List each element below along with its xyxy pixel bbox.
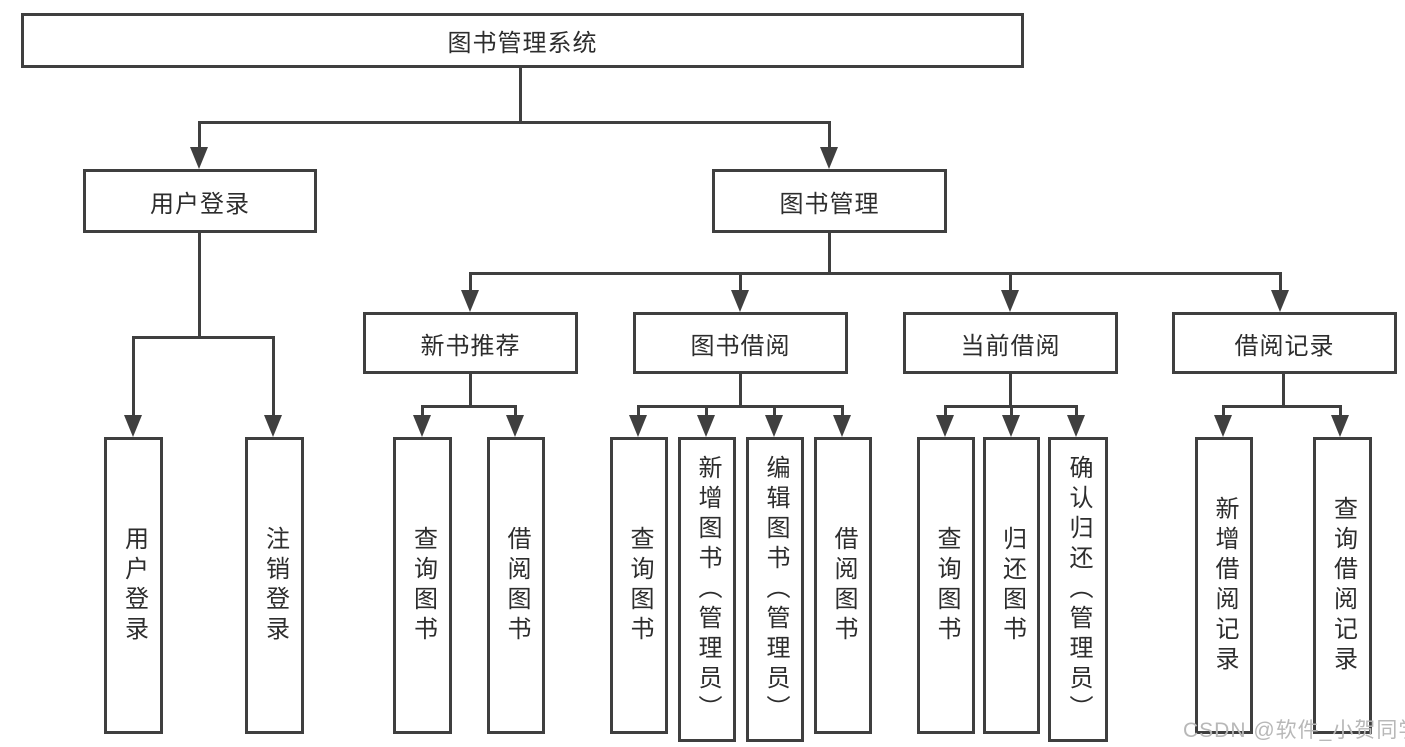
leaf-label: 编辑图书（管理员） bbox=[762, 454, 789, 725]
node-label: 图书借阅 bbox=[690, 332, 791, 360]
leaf-logout: 注销登录 bbox=[245, 437, 304, 734]
arrow-down-icon bbox=[124, 415, 142, 437]
connector-newrec-drop-2 bbox=[514, 405, 517, 419]
leaf-records-add-record: 新增借阅记录 bbox=[1195, 437, 1253, 734]
connector-records-bar bbox=[1222, 405, 1342, 408]
leaf-label: 查询图书 bbox=[933, 525, 960, 646]
node-current-borrowing: 当前借阅 bbox=[903, 312, 1118, 374]
connector-root-drop-right bbox=[828, 121, 831, 149]
leaf-label: 新增借阅记录 bbox=[1211, 495, 1238, 676]
connector-bookmgmt-drop-1 bbox=[469, 272, 472, 292]
connector-newrec-bar bbox=[421, 405, 517, 408]
arrow-down-icon bbox=[731, 290, 749, 312]
arrow-down-icon bbox=[413, 415, 431, 437]
arrow-down-icon bbox=[1001, 290, 1019, 312]
leaf-label: 注销登录 bbox=[261, 525, 289, 646]
leaf-label: 用户登录 bbox=[120, 525, 148, 646]
arrow-down-icon bbox=[820, 147, 838, 169]
connector-root-stem bbox=[519, 68, 522, 121]
leaf-current-query-books: 查询图书 bbox=[917, 437, 975, 734]
connector-borrow-drop-2 bbox=[705, 405, 708, 419]
leaf-label: 新增图书（管理员） bbox=[694, 454, 721, 725]
leaf-label: 查询图书 bbox=[626, 525, 653, 646]
leaf-label: 确认归还（管理员） bbox=[1065, 454, 1092, 725]
connector-borrow-drop-1 bbox=[637, 405, 640, 419]
connector-borrow-bar bbox=[637, 405, 844, 408]
connector-bookmgmt-drop-3 bbox=[1009, 272, 1012, 292]
connector-records-stem bbox=[1282, 374, 1285, 405]
leaf-label: 查询图书 bbox=[409, 525, 437, 646]
connector-current-drop-3 bbox=[1075, 405, 1078, 419]
leaf-records-query-record: 查询借阅记录 bbox=[1313, 437, 1372, 734]
connector-borrow-drop-3 bbox=[773, 405, 776, 419]
arrow-down-icon bbox=[1331, 415, 1349, 437]
arrow-down-icon bbox=[1271, 290, 1289, 312]
arrow-down-icon bbox=[461, 290, 479, 312]
leaf-current-confirm-return-admin: 确认归还（管理员） bbox=[1048, 437, 1108, 742]
connector-userlogin-drop-2 bbox=[272, 336, 275, 417]
connector-bookmgmt-stem bbox=[828, 233, 831, 272]
arrow-down-icon bbox=[506, 415, 524, 437]
leaf-newrec-borrow-books: 借阅图书 bbox=[487, 437, 545, 734]
node-new-book-recommendation: 新书推荐 bbox=[363, 312, 578, 374]
arrow-down-icon bbox=[936, 415, 954, 437]
connector-root-bar bbox=[198, 121, 831, 124]
leaf-borrow-edit-books-admin: 编辑图书（管理员） bbox=[746, 437, 804, 742]
node-book-borrowing: 图书借阅 bbox=[633, 312, 848, 374]
leaf-borrow-borrow-books: 借阅图书 bbox=[814, 437, 872, 734]
connector-userlogin-bar bbox=[132, 336, 275, 339]
node-label: 用户登录 bbox=[150, 190, 250, 218]
connector-current-stem bbox=[1009, 374, 1012, 405]
arrow-down-icon bbox=[1214, 415, 1232, 437]
node-borrowing-records: 借阅记录 bbox=[1172, 312, 1397, 374]
leaf-newrec-query-books: 查询图书 bbox=[393, 437, 452, 734]
connector-bookmgmt-drop-2 bbox=[739, 272, 742, 292]
node-label: 新书推荐 bbox=[420, 332, 521, 360]
arrow-down-icon bbox=[629, 415, 647, 437]
connector-userlogin-drop-1 bbox=[132, 336, 135, 417]
arrow-down-icon bbox=[264, 415, 282, 437]
connector-userlogin-stem bbox=[198, 233, 201, 336]
connector-records-drop-1 bbox=[1222, 405, 1225, 419]
connector-newrec-drop-1 bbox=[421, 405, 424, 419]
connector-bookmgmt-bar bbox=[469, 272, 1282, 275]
arrow-down-icon bbox=[1067, 415, 1085, 437]
leaf-label: 查询借阅记录 bbox=[1329, 495, 1357, 676]
connector-root-drop-left bbox=[198, 121, 201, 149]
leaf-label: 归还图书 bbox=[998, 525, 1026, 646]
leaf-label: 借阅图书 bbox=[830, 525, 857, 646]
node-library-management-system: 图书管理系统 bbox=[21, 13, 1024, 68]
connector-current-drop-1 bbox=[944, 405, 947, 419]
node-label: 图书管理 bbox=[779, 190, 880, 218]
leaf-label: 借阅图书 bbox=[503, 525, 530, 646]
arrow-down-icon bbox=[1002, 415, 1020, 437]
leaf-borrow-query-books: 查询图书 bbox=[610, 437, 668, 734]
csdn-watermark: CSDN @软件_小贺同学 bbox=[1183, 719, 1405, 742]
node-label: 图书管理系统 bbox=[447, 30, 598, 57]
connector-newrec-stem bbox=[469, 374, 472, 405]
arrow-down-icon bbox=[697, 415, 715, 437]
leaf-user-login: 用户登录 bbox=[104, 437, 163, 734]
leaf-borrow-add-books-admin: 新增图书（管理员） bbox=[678, 437, 736, 742]
connector-records-drop-2 bbox=[1339, 405, 1342, 419]
arrow-down-icon bbox=[765, 415, 783, 437]
connector-bookmgmt-drop-4 bbox=[1279, 272, 1282, 292]
node-user-login: 用户登录 bbox=[83, 169, 317, 233]
node-label: 当前借阅 bbox=[960, 332, 1061, 360]
node-label: 借阅记录 bbox=[1234, 332, 1335, 360]
connector-borrow-stem bbox=[739, 374, 742, 405]
arrow-down-icon bbox=[190, 147, 208, 169]
arrow-down-icon bbox=[833, 415, 851, 437]
node-book-management: 图书管理 bbox=[712, 169, 947, 233]
connector-borrow-drop-4 bbox=[841, 405, 844, 419]
leaf-current-return-books: 归还图书 bbox=[983, 437, 1040, 734]
connector-current-drop-2 bbox=[1010, 405, 1013, 419]
